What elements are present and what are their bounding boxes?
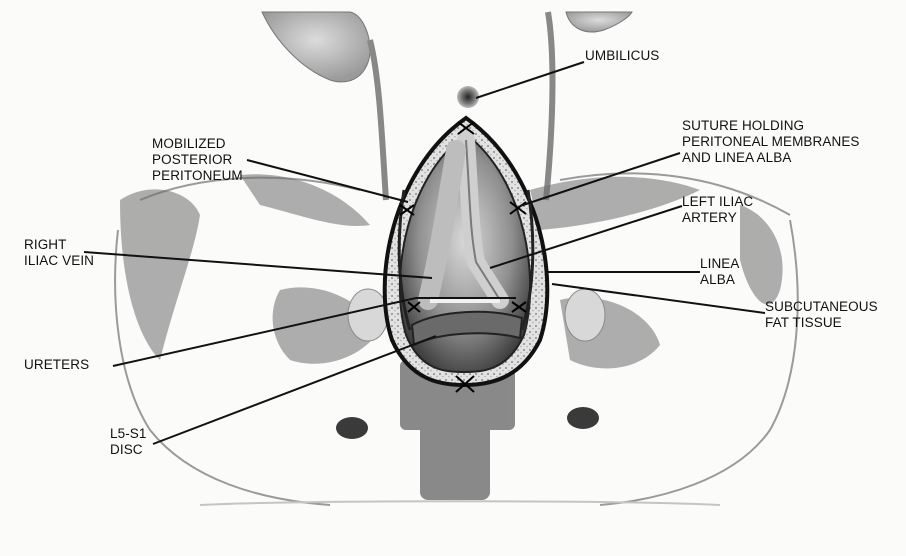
label-right-iliac-vein: RIGHT ILIAC VEIN [24, 237, 94, 269]
label-mobilized-posterior-peritoneum: MOBILIZED POSTERIOR PERITONEUM [152, 136, 243, 184]
pelvic-foramen-left [565, 289, 605, 341]
label-umbilicus: UMBILICUS [585, 48, 659, 64]
kidney-right [262, 12, 370, 82]
surgical-incision [385, 118, 548, 392]
kidney-left [566, 12, 632, 32]
label-left-iliac-artery: LEFT ILIAC ARTERY [682, 194, 753, 226]
umbilicus-mark [457, 86, 479, 108]
leader-umbilicus [476, 62, 584, 98]
sacral-foramen-right [336, 417, 368, 439]
label-suture-holding: SUTURE HOLDING PERITONEAL MEMBRANES AND … [682, 118, 860, 166]
sacral-foramen-left [567, 407, 599, 429]
pelvic-foramen-right [348, 289, 388, 341]
label-l5-s1-disc: L5-S1 DISC [110, 426, 147, 458]
ureter-left-tube [546, 12, 552, 200]
label-subcutaneous-fat-tissue: SUBCUTANEOUS FAT TISSUE [765, 299, 878, 331]
label-linea-alba: LINEA ALBA [700, 256, 740, 288]
ureter-right-tube [370, 40, 386, 200]
label-ureters: URETERS [24, 357, 89, 373]
